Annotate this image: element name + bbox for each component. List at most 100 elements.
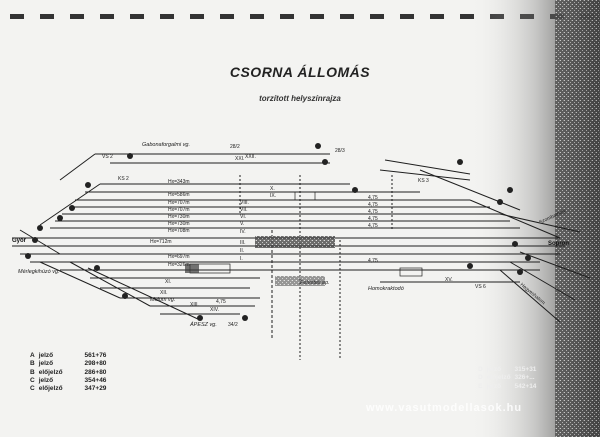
track-vi: VI. bbox=[240, 214, 246, 220]
homok-building bbox=[399, 267, 423, 277]
signal-letter: B bbox=[30, 368, 35, 376]
post-28-2: 28/2 bbox=[230, 144, 240, 150]
signal-letter: D bbox=[478, 366, 483, 373]
length-iv: Hx=708m bbox=[168, 228, 190, 234]
height-6: 4,75 bbox=[368, 258, 378, 264]
legend-row: C előjelző 347+29 bbox=[30, 385, 110, 393]
length-v: Hx=730m bbox=[168, 221, 190, 227]
length-ii: Hx=697m bbox=[168, 254, 190, 260]
signals bbox=[25, 143, 531, 321]
track-ix: IX. bbox=[270, 193, 276, 199]
track-xiii: XIII. bbox=[190, 302, 199, 308]
signal-kind: jelző bbox=[38, 360, 54, 368]
signal-kind: jelző bbox=[38, 376, 54, 384]
length-vii: Hx=707m bbox=[168, 207, 190, 213]
track-xxii: XXII. bbox=[245, 154, 256, 160]
legend-row: B előjelző 286+80 bbox=[30, 369, 110, 377]
signal-letter: C bbox=[30, 376, 35, 384]
track-ii: II. bbox=[240, 248, 244, 254]
post-ks2: KS 2 bbox=[118, 176, 129, 182]
track-iv: IV. bbox=[240, 229, 246, 235]
signal-pos: 286+80 bbox=[84, 368, 107, 376]
length-viii: Hx=707m bbox=[168, 200, 190, 206]
length-iii: Hx=712m bbox=[150, 239, 172, 245]
copy-noise bbox=[555, 0, 600, 437]
signal-pos: 561+76 bbox=[84, 352, 107, 359]
post-labels: 28/2 28/3 34/2 VS 2 KS 2 KS 3 VS 6 bbox=[102, 144, 486, 328]
track-xiv: XIV. bbox=[210, 307, 219, 313]
length-x: Hx=343m bbox=[168, 179, 190, 185]
legend-row: E jelző 542+14 bbox=[478, 383, 540, 391]
length-ix: Hx=586m bbox=[168, 192, 190, 198]
track-viii: VIII. bbox=[240, 200, 249, 206]
signal-kind: jelző bbox=[486, 366, 502, 373]
legend-row: A jelző 561+76 bbox=[30, 352, 110, 360]
signal-pos: 347+29 bbox=[84, 385, 107, 393]
signal-kind: jelző bbox=[38, 352, 54, 359]
track-vii: VII. bbox=[240, 207, 248, 213]
signal-kind: jelző bbox=[486, 382, 502, 390]
page-title: CSORNA ÁLLOMÁS bbox=[229, 64, 371, 80]
watermark: www.vasutmodellasok.hu bbox=[366, 402, 523, 414]
place-felveteli: Felvételi ép. bbox=[300, 280, 330, 286]
place-apesz: ÁPESZ vg. bbox=[189, 321, 217, 328]
legend-row: C jelző 354+46 bbox=[30, 377, 110, 385]
signal-pos: 354+46 bbox=[84, 376, 107, 384]
length-i: Hx=326m bbox=[168, 262, 190, 268]
height-2: 4,75 bbox=[368, 202, 378, 208]
signal-pos: 315+31 bbox=[514, 366, 537, 373]
track-labels: XXI. XXII. X. IX. VIII. VII. VI. V. IV. … bbox=[160, 154, 453, 313]
post-vs2: VS 2 bbox=[102, 154, 113, 160]
track-iii: III. bbox=[240, 240, 246, 246]
place-homok: Homokraktodó bbox=[368, 286, 404, 292]
post-28-3: 28/3 bbox=[335, 148, 345, 154]
signal-letter: B bbox=[30, 360, 35, 368]
signal-kind: előjelző bbox=[486, 374, 511, 382]
page-subtitle: torzított helyszínrajza bbox=[259, 94, 341, 103]
signal-letter: C bbox=[30, 385, 35, 393]
tracks bbox=[12, 153, 591, 360]
signal-pos: 326+... bbox=[514, 374, 535, 382]
signal-letter: D bbox=[478, 374, 483, 382]
legend-row: D előjelző 326+... bbox=[478, 374, 540, 382]
track-v: V. bbox=[240, 221, 244, 227]
height-7: 4,75 bbox=[216, 299, 226, 305]
place-malom: Malom vg. bbox=[150, 297, 175, 303]
signal-letter: A bbox=[30, 352, 35, 359]
track-xi: XI. bbox=[165, 279, 171, 285]
place-gyor: Győr bbox=[12, 238, 27, 244]
buildings bbox=[185, 191, 423, 286]
signal-pos: 542+14 bbox=[514, 382, 537, 390]
signal-pos: 298+80 bbox=[84, 360, 107, 368]
legend-row: D jelző 315+31 bbox=[478, 366, 540, 374]
platform-block bbox=[255, 236, 335, 248]
legend-row: B jelző 298+80 bbox=[30, 360, 110, 368]
length-labels: Hx=343m Hx=586m Hx=707m Hx=707m Hx=730m … bbox=[150, 179, 190, 268]
place-sopron: Sopron bbox=[548, 241, 569, 247]
height-3: 4,75 bbox=[368, 209, 378, 215]
track-xii: XII. bbox=[160, 290, 168, 296]
platform-heights: 4,75 4,75 4,75 4,75 4,75 4,75 4,75 bbox=[216, 195, 378, 305]
signal-kind: előjelző bbox=[38, 385, 63, 393]
height-5: 4,75 bbox=[368, 223, 378, 229]
height-4: 4,75 bbox=[368, 216, 378, 222]
post-34-2: 34/2 bbox=[228, 322, 238, 328]
post-vs6: VS 6 bbox=[475, 284, 486, 290]
length-vi: Hx=730m bbox=[168, 214, 190, 220]
legend-right: D jelző 315+31 D előjelző 326+... E jelz… bbox=[478, 366, 540, 391]
post-ks3: KS 3 bbox=[418, 178, 429, 184]
signal-kind: előjelző bbox=[38, 368, 63, 376]
signal-letter: E bbox=[478, 382, 483, 390]
small-building bbox=[294, 191, 316, 201]
track-x: X. bbox=[270, 186, 275, 192]
place-gabona: Gabonaforgalmi vg. bbox=[142, 142, 190, 148]
track-i: I. bbox=[240, 256, 243, 262]
legend-left: A jelző 561+76 B jelző 298+80 B előjelző… bbox=[30, 352, 110, 393]
place-merleg: Mérlegkihúzó vg. bbox=[18, 269, 60, 275]
track-xv: XV. bbox=[445, 277, 453, 283]
track-xxi: XXI. bbox=[235, 156, 244, 162]
felveteli-building bbox=[275, 276, 325, 286]
height-1: 4,75 bbox=[368, 195, 378, 201]
